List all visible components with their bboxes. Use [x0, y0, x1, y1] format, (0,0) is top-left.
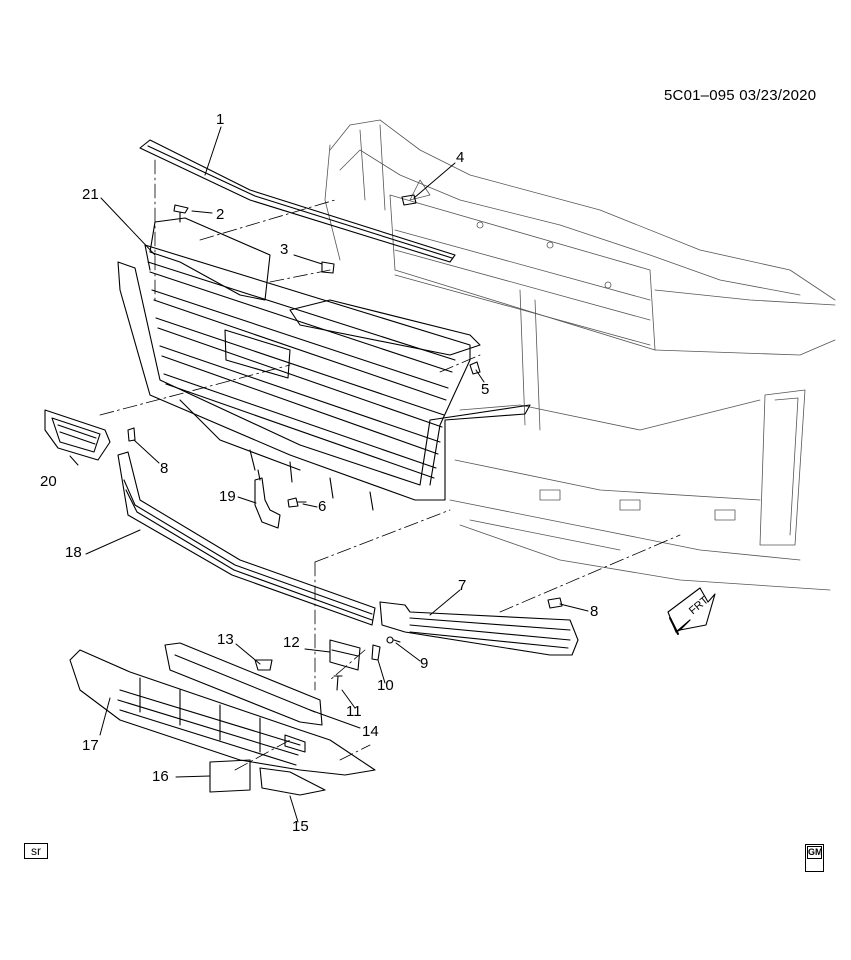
callout-16: 16	[152, 768, 169, 785]
callout-15: 15	[292, 818, 309, 835]
callout-7: 7	[458, 577, 467, 594]
callout-10: 10	[377, 677, 394, 694]
frt-arrow	[667, 587, 716, 635]
document-id: 5C01–095 03/23/2020	[664, 87, 817, 104]
callout-19: 19	[219, 488, 236, 505]
grille-horizontal-bars	[147, 261, 456, 479]
callout-1: 1	[216, 111, 225, 128]
callout-5: 5	[481, 381, 490, 398]
callout-4: 4	[456, 149, 465, 166]
part-17-lower-fascia-grille	[69, 649, 376, 776]
sr-badge: sr	[24, 843, 48, 859]
callout-leaders	[69, 126, 589, 823]
callout-12: 12	[283, 634, 300, 651]
callout-20: 20	[40, 473, 57, 490]
callout-8: 8	[590, 603, 599, 620]
part-20-emblem	[44, 409, 111, 461]
callout-18: 18	[65, 544, 82, 561]
gm-logo-text: GM	[807, 846, 823, 859]
part-14-filler-panel	[164, 642, 323, 726]
callout-6: 6	[318, 498, 327, 515]
gm-logo: GM	[805, 844, 824, 872]
callout-8: 8	[160, 460, 169, 477]
part-15-trim-piece	[259, 767, 326, 796]
part-16-cover-plate	[209, 759, 251, 793]
part-21-grille-frame	[117, 244, 531, 511]
part-18-lower-molding	[117, 451, 376, 626]
callout-13: 13	[217, 631, 234, 648]
part-7-lower-insert	[379, 601, 579, 656]
part-19-sensor-bracket	[254, 469, 281, 529]
callout-3: 3	[280, 241, 289, 258]
callout-21: 21	[82, 186, 99, 203]
callout-17: 17	[82, 737, 99, 754]
vehicle-front-end	[324, 119, 836, 591]
callout-14: 14	[362, 723, 379, 740]
callout-9: 9	[420, 655, 429, 672]
fasteners	[127, 194, 563, 609]
part-1-upper-seal	[139, 139, 456, 263]
part-21-support-bracket	[149, 217, 481, 356]
callout-2: 2	[216, 206, 225, 223]
callout-11: 11	[346, 703, 362, 720]
leader-lines	[99, 159, 681, 771]
